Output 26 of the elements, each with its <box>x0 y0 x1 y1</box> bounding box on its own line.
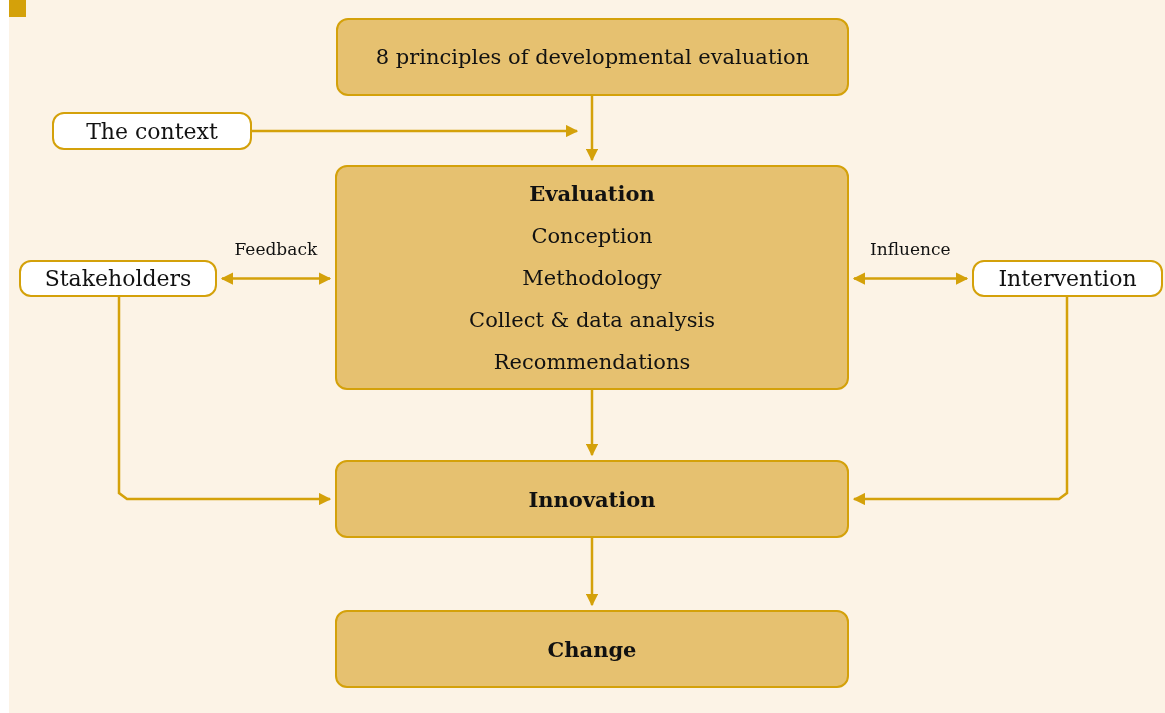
box-text: Stakeholders <box>44 266 192 291</box>
arrow <box>852 297 1069 506</box>
input-box <box>972 260 1163 297</box>
box-heading: Evaluation <box>529 179 655 208</box>
arrow <box>585 538 599 607</box>
arrow <box>252 124 579 138</box>
process-box <box>335 165 849 390</box>
box-text: Innovation <box>528 486 656 512</box>
process-box <box>336 18 849 96</box>
process-box <box>335 610 849 688</box>
box-text: Intervention <box>998 266 1137 291</box>
process-box <box>335 460 849 538</box>
arrow <box>852 272 969 285</box>
input-box <box>52 112 252 150</box>
box-text: Change <box>547 636 637 662</box>
arrow <box>220 272 332 285</box>
box-text: Methodology <box>522 264 662 292</box>
arrow <box>117 297 332 506</box>
arrow <box>585 96 599 162</box>
box-text: Recommendations <box>493 348 691 376</box>
arrow <box>585 390 599 457</box>
box-text: Conception <box>531 222 653 250</box>
input-box <box>19 260 217 297</box>
box-text: The context <box>86 118 218 144</box>
box-text: Collect & data analysis <box>469 306 715 334</box>
box-text: 8 principles of developmental evaluation <box>375 45 810 69</box>
